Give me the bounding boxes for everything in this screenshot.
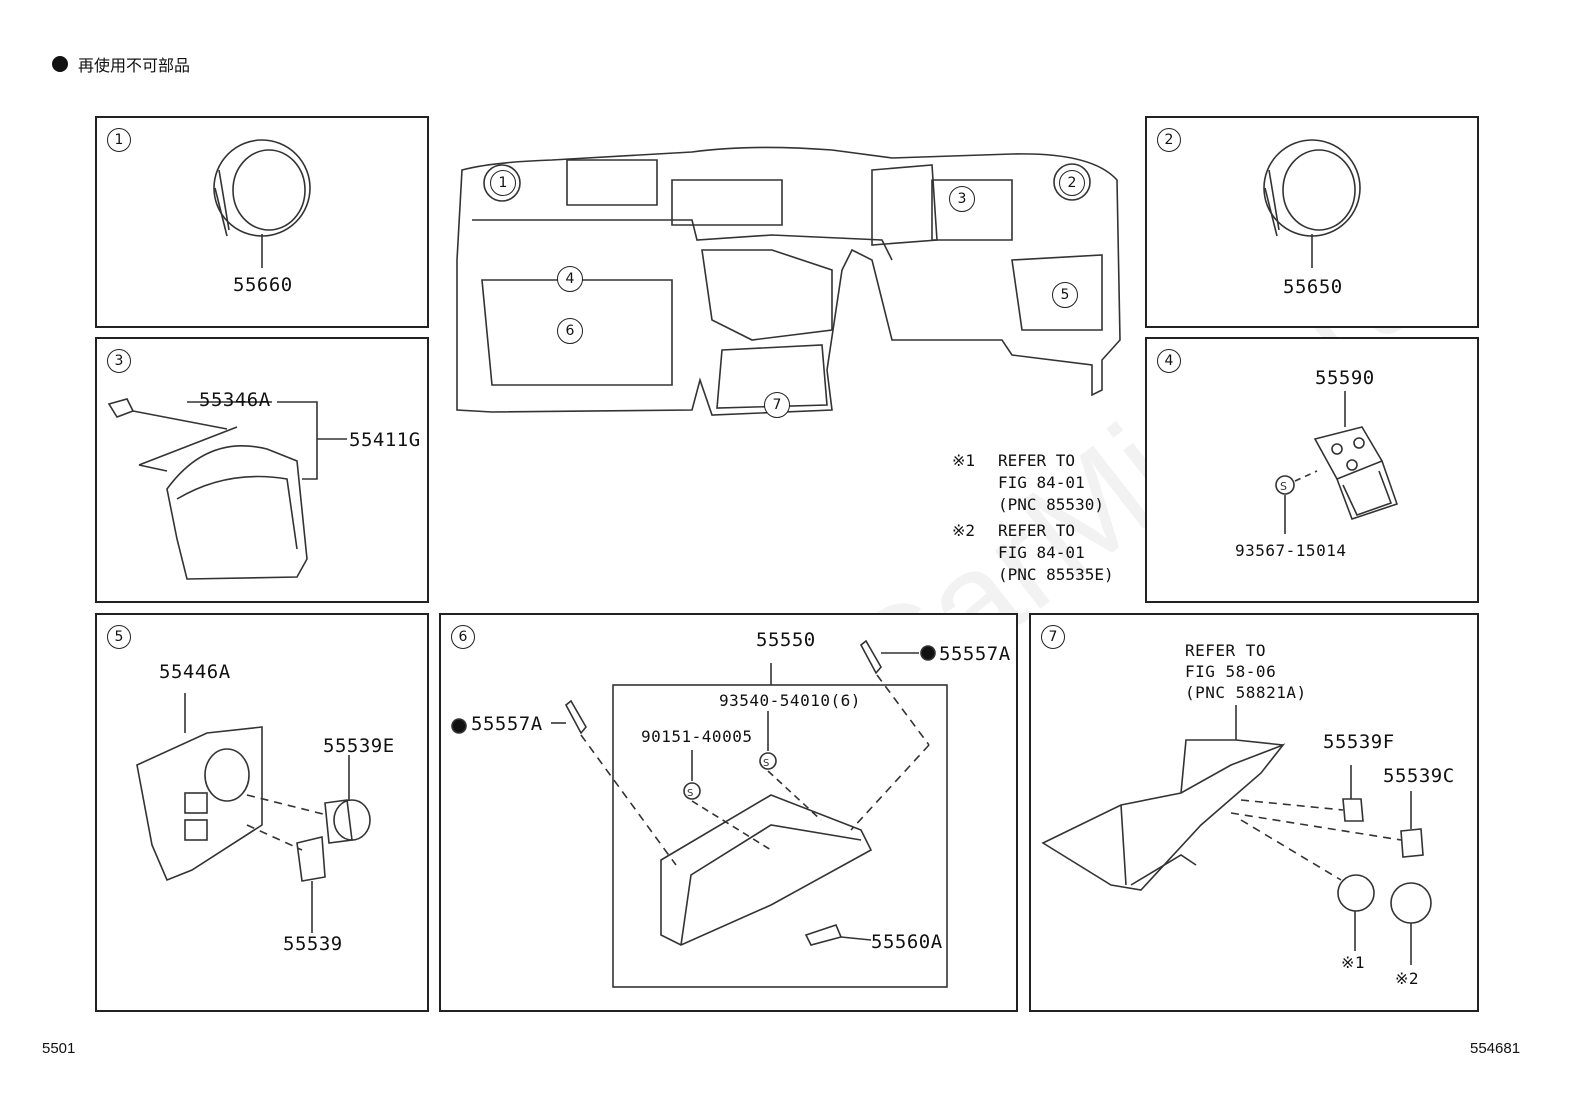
panel-6-number: 6: [451, 625, 475, 649]
overview-callout-7: 7: [764, 392, 790, 418]
glove-box-drawing: S S: [451, 639, 948, 988]
part-label-55557A-left: 55557A: [471, 713, 543, 735]
part-label-55539F: 55539F: [1323, 731, 1395, 753]
part-label-55557A-right: 55557A: [939, 643, 1011, 665]
overview-callout-2: 2: [1059, 170, 1085, 196]
non-reusable-dot-icon: [52, 56, 68, 72]
svg-text:S: S: [687, 788, 693, 799]
bracket-drawing: S: [1275, 391, 1399, 534]
part-label-55346A: 55346A: [199, 389, 271, 411]
panel-2: 2 55650: [1145, 116, 1479, 328]
console-panel-drawing: [1041, 705, 1432, 965]
note-2-mark: ※2: [952, 521, 976, 540]
panel-7-number: 7: [1041, 625, 1065, 649]
part-label-55411G: 55411G: [349, 429, 421, 451]
panel-6: 6 S S 55550 93540-54010(6: [439, 613, 1018, 1012]
part-label-55550: 55550: [756, 629, 816, 651]
panel-4-number: 4: [1157, 349, 1181, 373]
panel-3-number: 3: [107, 349, 131, 373]
note-1-line-3: (PNC 85530): [998, 495, 1104, 514]
part-label-55539E: 55539E: [323, 735, 395, 757]
panel-5-number: 5: [107, 625, 131, 649]
overview-callout-6: 6: [557, 318, 583, 344]
part-label-55539: 55539: [283, 933, 343, 955]
panel-1-number: 1: [107, 128, 131, 152]
panel-4: 4 S 55590 93567-15014: [1145, 337, 1479, 603]
vent-drawing: [213, 139, 311, 268]
overview-callout-1: 1: [490, 170, 516, 196]
overview-callout-3: 3: [949, 186, 975, 212]
note-1-line-2: FIG 84-01: [998, 473, 1085, 492]
note-1-mark: ※1: [952, 451, 976, 470]
part-label-55446A: 55446A: [159, 661, 231, 683]
panel-1: 1 55660: [95, 116, 429, 328]
note-2-line-3: (PNC 85535E): [998, 565, 1114, 584]
refer-line-3: (PNC 58821A): [1185, 683, 1307, 702]
part-label-55560A: 55560A: [871, 931, 943, 953]
refer-line-1: REFER TO: [1185, 641, 1267, 660]
part-label-55660: 55660: [233, 274, 293, 296]
page-code-right: 554681: [1470, 1040, 1521, 1057]
refer-line-2: FIG 58-06: [1185, 662, 1277, 681]
svg-text:S: S: [1280, 480, 1287, 493]
part-label-90151-40005: 90151-40005: [641, 727, 753, 746]
panel-2-number: 2: [1157, 128, 1181, 152]
cluster-hood-drawing: [107, 398, 347, 580]
overview-callout-4: 4: [557, 266, 583, 292]
legend-text: 再使用不可部品: [78, 56, 191, 75]
note-2-line-2: FIG 84-01: [998, 543, 1085, 562]
page-code-left: 5501: [42, 1040, 76, 1057]
note-1-line-1: REFER TO: [998, 451, 1076, 470]
part-label-93567-15014: 93567-15014: [1235, 541, 1347, 560]
part-label-55650: 55650: [1283, 276, 1343, 298]
dashboard-drawing: [456, 146, 1121, 416]
panel-5: 5 55446A 55539E 55539: [95, 613, 429, 1012]
panel-3: 3 55346A 55411G: [95, 337, 429, 603]
overview-diagram: 1 2 3 4 5 6 7: [452, 140, 1132, 430]
svg-text:S: S: [763, 758, 769, 769]
switch-panel-drawing: [136, 693, 371, 933]
note-2-line-1: REFER TO: [998, 521, 1076, 540]
part-label-93540-54010: 93540-54010(6): [719, 691, 861, 710]
ref-mark-1: ※1: [1341, 953, 1366, 972]
legend: 再使用不可部品: [52, 52, 190, 76]
vent-drawing: [1263, 139, 1361, 268]
ref-mark-2: ※2: [1395, 969, 1420, 988]
part-label-55539C: 55539C: [1383, 765, 1455, 787]
overview-callout-5: 5: [1052, 282, 1078, 308]
part-label-55590: 55590: [1315, 367, 1375, 389]
panel-7: 7 REFER TO FIG 58-06 (PNC 58821A) 55539F…: [1029, 613, 1479, 1012]
